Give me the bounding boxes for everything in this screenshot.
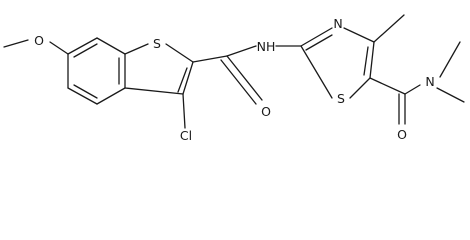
dimethylamide-nitrogen-label: N: [425, 74, 434, 89]
chlorine-label: Cl: [180, 128, 192, 143]
bonds: [3, 14, 465, 129]
thiophene-sulfur-label: S: [153, 36, 161, 51]
thiazole-nitrogen-label: N: [333, 16, 342, 31]
atom-labels: O S Cl O NH N S N O: [34, 16, 435, 143]
methoxy-oxygen-label: O: [34, 33, 44, 48]
amide-oxygen-label: O: [261, 104, 271, 119]
thiazole-sulfur-label: S: [337, 91, 345, 106]
dimethylamide-oxygen-label: O: [397, 127, 407, 142]
amide-nh-label: NH: [257, 39, 276, 54]
molecule-structure: O S Cl O NH N S N O: [3, 14, 465, 143]
